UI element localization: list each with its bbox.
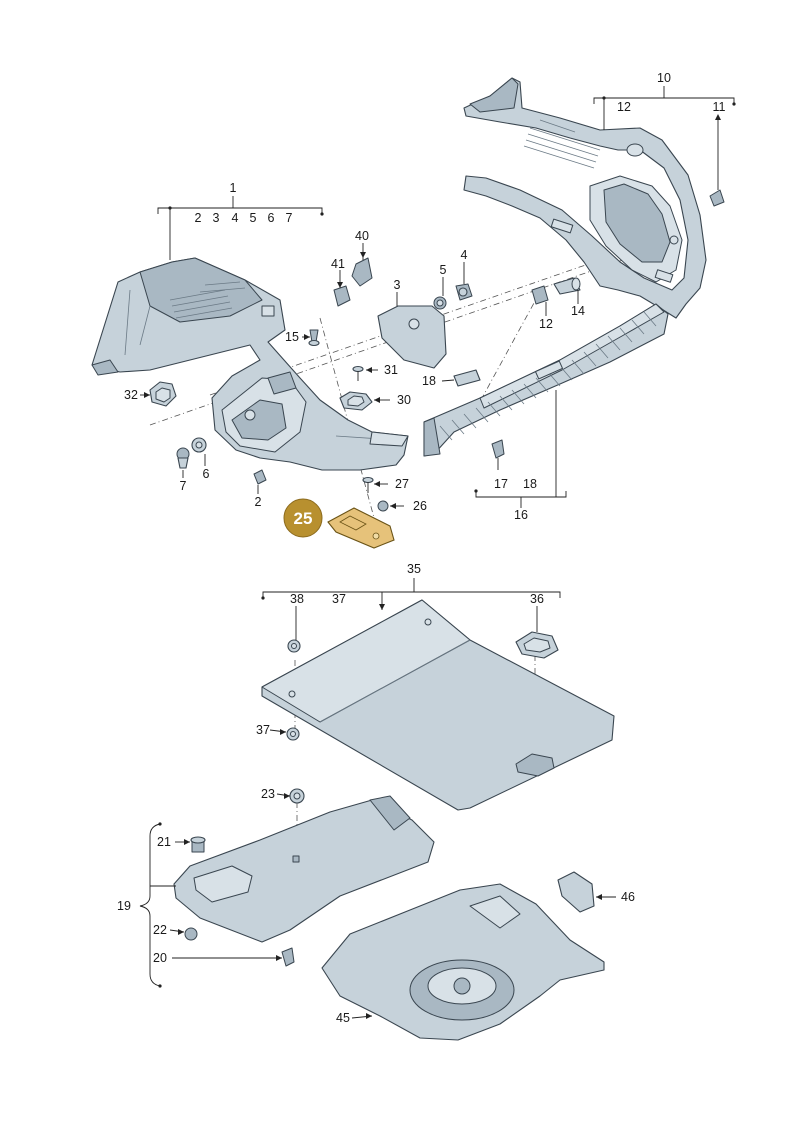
callout-11: 11 <box>713 100 726 114</box>
callout-3-cover: 3 <box>394 278 401 292</box>
highlight-badge-25[interactable]: 25 <box>283 498 323 538</box>
grommet-30 <box>339 391 373 411</box>
luggage-compartment-floor <box>261 599 615 811</box>
callout-31: 31 <box>384 363 398 377</box>
callout-23: 23 <box>261 787 275 801</box>
callout-19: 19 <box>117 899 131 913</box>
callout-36: 36 <box>530 592 544 606</box>
callout-14: 14 <box>571 304 585 318</box>
washer-6 <box>191 437 207 453</box>
callout-2: 2 <box>195 211 202 225</box>
callout-15: 15 <box>285 330 299 344</box>
callout-37: 37 <box>256 723 270 737</box>
callout-5-clip: 5 <box>440 263 447 277</box>
callout-26: 26 <box>413 499 427 513</box>
callout-18-sill: 18 <box>523 477 537 491</box>
loading-sill-panel <box>423 303 669 457</box>
clip-17 <box>491 439 505 459</box>
callout-7-clip: 7 <box>180 479 187 493</box>
callout-32: 32 <box>124 388 138 402</box>
clip-23 <box>289 788 305 804</box>
callout-30: 30 <box>397 393 411 407</box>
callout-17: 17 <box>494 477 508 491</box>
leader-lines <box>139 86 735 1019</box>
callout-10: 10 <box>657 71 671 85</box>
callout-35: 35 <box>407 562 421 576</box>
callout-38: 38 <box>290 592 304 606</box>
screw-27 <box>362 476 374 493</box>
cover-panel-3 <box>377 305 447 369</box>
callout-16: 16 <box>514 508 528 522</box>
callout-12: 12 <box>617 100 631 114</box>
callout-6-washer: 6 <box>203 467 210 481</box>
lamp-12 <box>531 285 549 305</box>
callout-46: 46 <box>621 890 635 904</box>
bulb-14 <box>553 277 581 295</box>
clip-38 <box>287 639 301 653</box>
callout-37-top: 37 <box>332 592 346 606</box>
callout-12-lamp: 12 <box>539 317 553 331</box>
left-side-trim-panel <box>91 257 409 471</box>
callout-25: 25 <box>294 509 313 528</box>
clip-20 <box>281 947 295 967</box>
callout-5: 5 <box>250 211 257 225</box>
screw-15 <box>308 329 320 347</box>
callout-3: 3 <box>213 211 220 225</box>
clip-7 <box>176 447 190 469</box>
highlighted-part-25 <box>327 507 395 549</box>
callout-2-clip: 2 <box>255 495 262 509</box>
clip-37 <box>286 727 300 741</box>
spare-wheel-well-liner <box>321 883 605 1041</box>
callout-6: 6 <box>268 211 275 225</box>
cover-18 <box>453 369 481 387</box>
callout-21: 21 <box>157 835 171 849</box>
clip-11 <box>709 189 725 207</box>
leader-dots <box>158 96 736 988</box>
nut-26 <box>377 500 389 512</box>
callout-4: 4 <box>232 211 239 225</box>
screw-31 <box>352 365 364 381</box>
clip-5 <box>433 296 447 310</box>
callout-18-cover: 18 <box>422 374 436 388</box>
grommet-32 <box>149 381 177 407</box>
clip-22 <box>184 927 198 941</box>
callout-7: 7 <box>286 211 293 225</box>
callout-27: 27 <box>395 477 409 491</box>
callout-1: 1 <box>230 181 237 195</box>
callout-4-clip: 4 <box>461 248 468 262</box>
callout-45: 45 <box>336 1011 350 1025</box>
floor-cover-panel <box>173 795 435 943</box>
callout-labels: 1 2 3 4 5 6 7 10 12 11 40 41 3 5 4 12 14… <box>117 71 725 1025</box>
callout-22: 22 <box>153 923 167 937</box>
callout-20: 20 <box>153 951 167 965</box>
callout-41: 41 <box>331 257 345 271</box>
bracket-46 <box>557 871 595 913</box>
right-side-trim-panel <box>463 77 707 319</box>
clip-2 <box>253 469 267 485</box>
clip-21 <box>190 836 206 853</box>
callout-40: 40 <box>355 229 369 243</box>
clip-40 <box>351 257 373 287</box>
clip-4 <box>455 283 473 301</box>
clip-41 <box>333 285 351 307</box>
leader-arrows <box>144 114 721 1019</box>
